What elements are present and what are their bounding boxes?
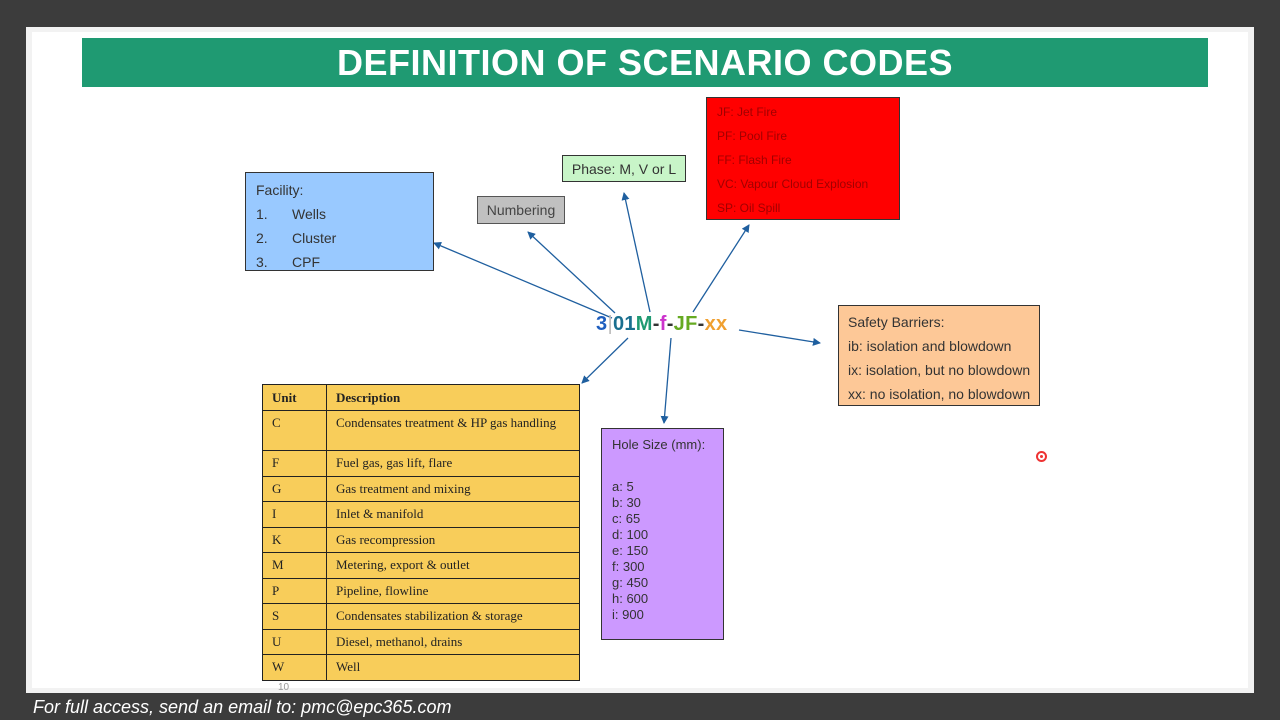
list-item: ix: isolation, but no blowdown	[848, 362, 1031, 378]
description-cell: Condensates stabilization & storage	[326, 603, 580, 630]
slide-title: DEFINITION OF SCENARIO CODES	[336, 41, 954, 83]
list-item: PF: Pool Fire	[717, 129, 788, 143]
column-header-description: Description	[326, 384, 580, 411]
numbering-label: Numbering	[486, 202, 556, 218]
unit-cell: C	[262, 410, 327, 451]
table-row: W Well	[262, 654, 580, 681]
unit-cell: G	[262, 475, 327, 502]
item-label: CPF	[292, 254, 320, 270]
unit-cell: F	[262, 450, 327, 477]
item-number: 1.	[256, 206, 268, 222]
description-cell: Condensates treatment & HP gas handling	[326, 410, 580, 451]
list-item: e: 150	[612, 543, 649, 558]
description-cell: Inlet & manifold	[326, 501, 580, 528]
list-item: f: 300	[612, 559, 645, 574]
list-item: h: 600	[612, 591, 649, 606]
item-label: Wells	[292, 206, 326, 222]
item-number: 3.	[256, 254, 268, 270]
table-row: F Fuel gas, gas lift, flare	[262, 450, 580, 477]
description-cell: Metering, export & outlet	[326, 552, 580, 579]
table-header-row: Unit Description	[262, 384, 580, 411]
table-row: K Gas recompression	[262, 526, 580, 553]
list-item: g: 450	[612, 575, 649, 590]
table-row: G Gas treatment and mixing	[262, 475, 580, 502]
table-row: I Inlet & manifold	[262, 501, 580, 528]
hole-size-heading: Hole Size (mm):	[612, 437, 706, 452]
table-row: C Condensates treatment & HP gas handlin…	[262, 410, 580, 451]
list-item: FF: Flash Fire	[717, 153, 792, 167]
code-separator: -	[666, 313, 674, 335]
table-row: S Condensates stabilization & storage	[262, 603, 580, 630]
item-label: Cluster	[292, 230, 337, 246]
list-item: i: 900	[612, 607, 644, 622]
list-item: xx: no isolation, no blowdown	[848, 386, 1031, 402]
code-facility: 3	[596, 313, 608, 335]
unit-cell: I	[262, 501, 327, 528]
scenario-code: 3|01M-f-JF-xx	[596, 313, 727, 336]
list-item: a: 5	[612, 479, 634, 494]
unit-cell: M	[262, 552, 327, 579]
numbering-box: Numbering	[477, 196, 565, 224]
footer-note: For full access, send an email to: pmc@e…	[33, 697, 452, 717]
unit-cell: S	[262, 603, 327, 630]
list-item: 1. Wells	[256, 202, 423, 226]
description-cell: Well	[326, 654, 580, 681]
unit-cell: U	[262, 628, 327, 655]
list-item: VC: Vapour Cloud Explosion	[717, 177, 869, 191]
unit-table: Unit Description C Condensates treatment…	[262, 384, 580, 681]
safety-barriers-box: Safety Barriers: ib: isolation and blowd…	[838, 305, 1040, 406]
table-row: P Pipeline, flowline	[262, 577, 580, 604]
code-number: 01	[612, 313, 636, 335]
list-item: 3. CPF	[256, 250, 423, 274]
list-item: c: 65	[612, 511, 641, 526]
code-hole-size: f	[659, 313, 667, 335]
list-item: d: 100	[612, 527, 649, 542]
page-number: 10	[278, 682, 290, 693]
hole-size-box: Hole Size (mm): a: 5 b: 30 c: 65 d: 100 …	[601, 428, 724, 640]
phase-box: Phase: M, V or L	[562, 155, 686, 182]
facility-heading: Facility:	[256, 182, 304, 198]
description-cell: Diesel, methanol, drains	[326, 628, 580, 655]
column-header-unit: Unit	[262, 384, 327, 411]
code-separator: -	[697, 313, 705, 335]
phase-label: Phase: M, V or L	[571, 160, 677, 177]
list-item: JF: Jet Fire	[717, 105, 778, 119]
unit-cell: K	[262, 526, 327, 553]
item-number: 2.	[256, 230, 268, 246]
list-item: ib: isolation and blowdown	[848, 338, 1012, 354]
facility-box: Facility: 1. Wells 2. Cluster 3. CPF	[245, 172, 434, 271]
laser-pointer-icon	[1036, 451, 1047, 462]
fire-type-box: JF: Jet Fire PF: Pool Fire FF: Flash Fir…	[706, 97, 900, 220]
code-fire-type: JF	[673, 313, 698, 335]
unit-cell: P	[262, 577, 327, 604]
description-cell: Gas recompression	[326, 526, 580, 553]
unit-cell: W	[262, 654, 327, 681]
description-cell: Gas treatment and mixing	[326, 475, 580, 502]
table-row: M Metering, export & outlet	[262, 552, 580, 579]
table-row: U Diesel, methanol, drains	[262, 628, 580, 655]
list-item: b: 30	[612, 495, 641, 510]
title-bar: DEFINITION OF SCENARIO CODES	[82, 38, 1208, 87]
code-cursor: |	[607, 313, 613, 335]
code-separator: -	[652, 313, 660, 335]
code-phase: M	[635, 313, 653, 335]
description-cell: Pipeline, flowline	[326, 577, 580, 604]
list-item: SP: Oil Spill	[717, 201, 781, 215]
code-safety: xx	[704, 313, 728, 335]
list-item: 2. Cluster	[256, 226, 423, 250]
safety-heading: Safety Barriers:	[848, 314, 945, 330]
description-cell: Fuel gas, gas lift, flare	[326, 450, 580, 477]
